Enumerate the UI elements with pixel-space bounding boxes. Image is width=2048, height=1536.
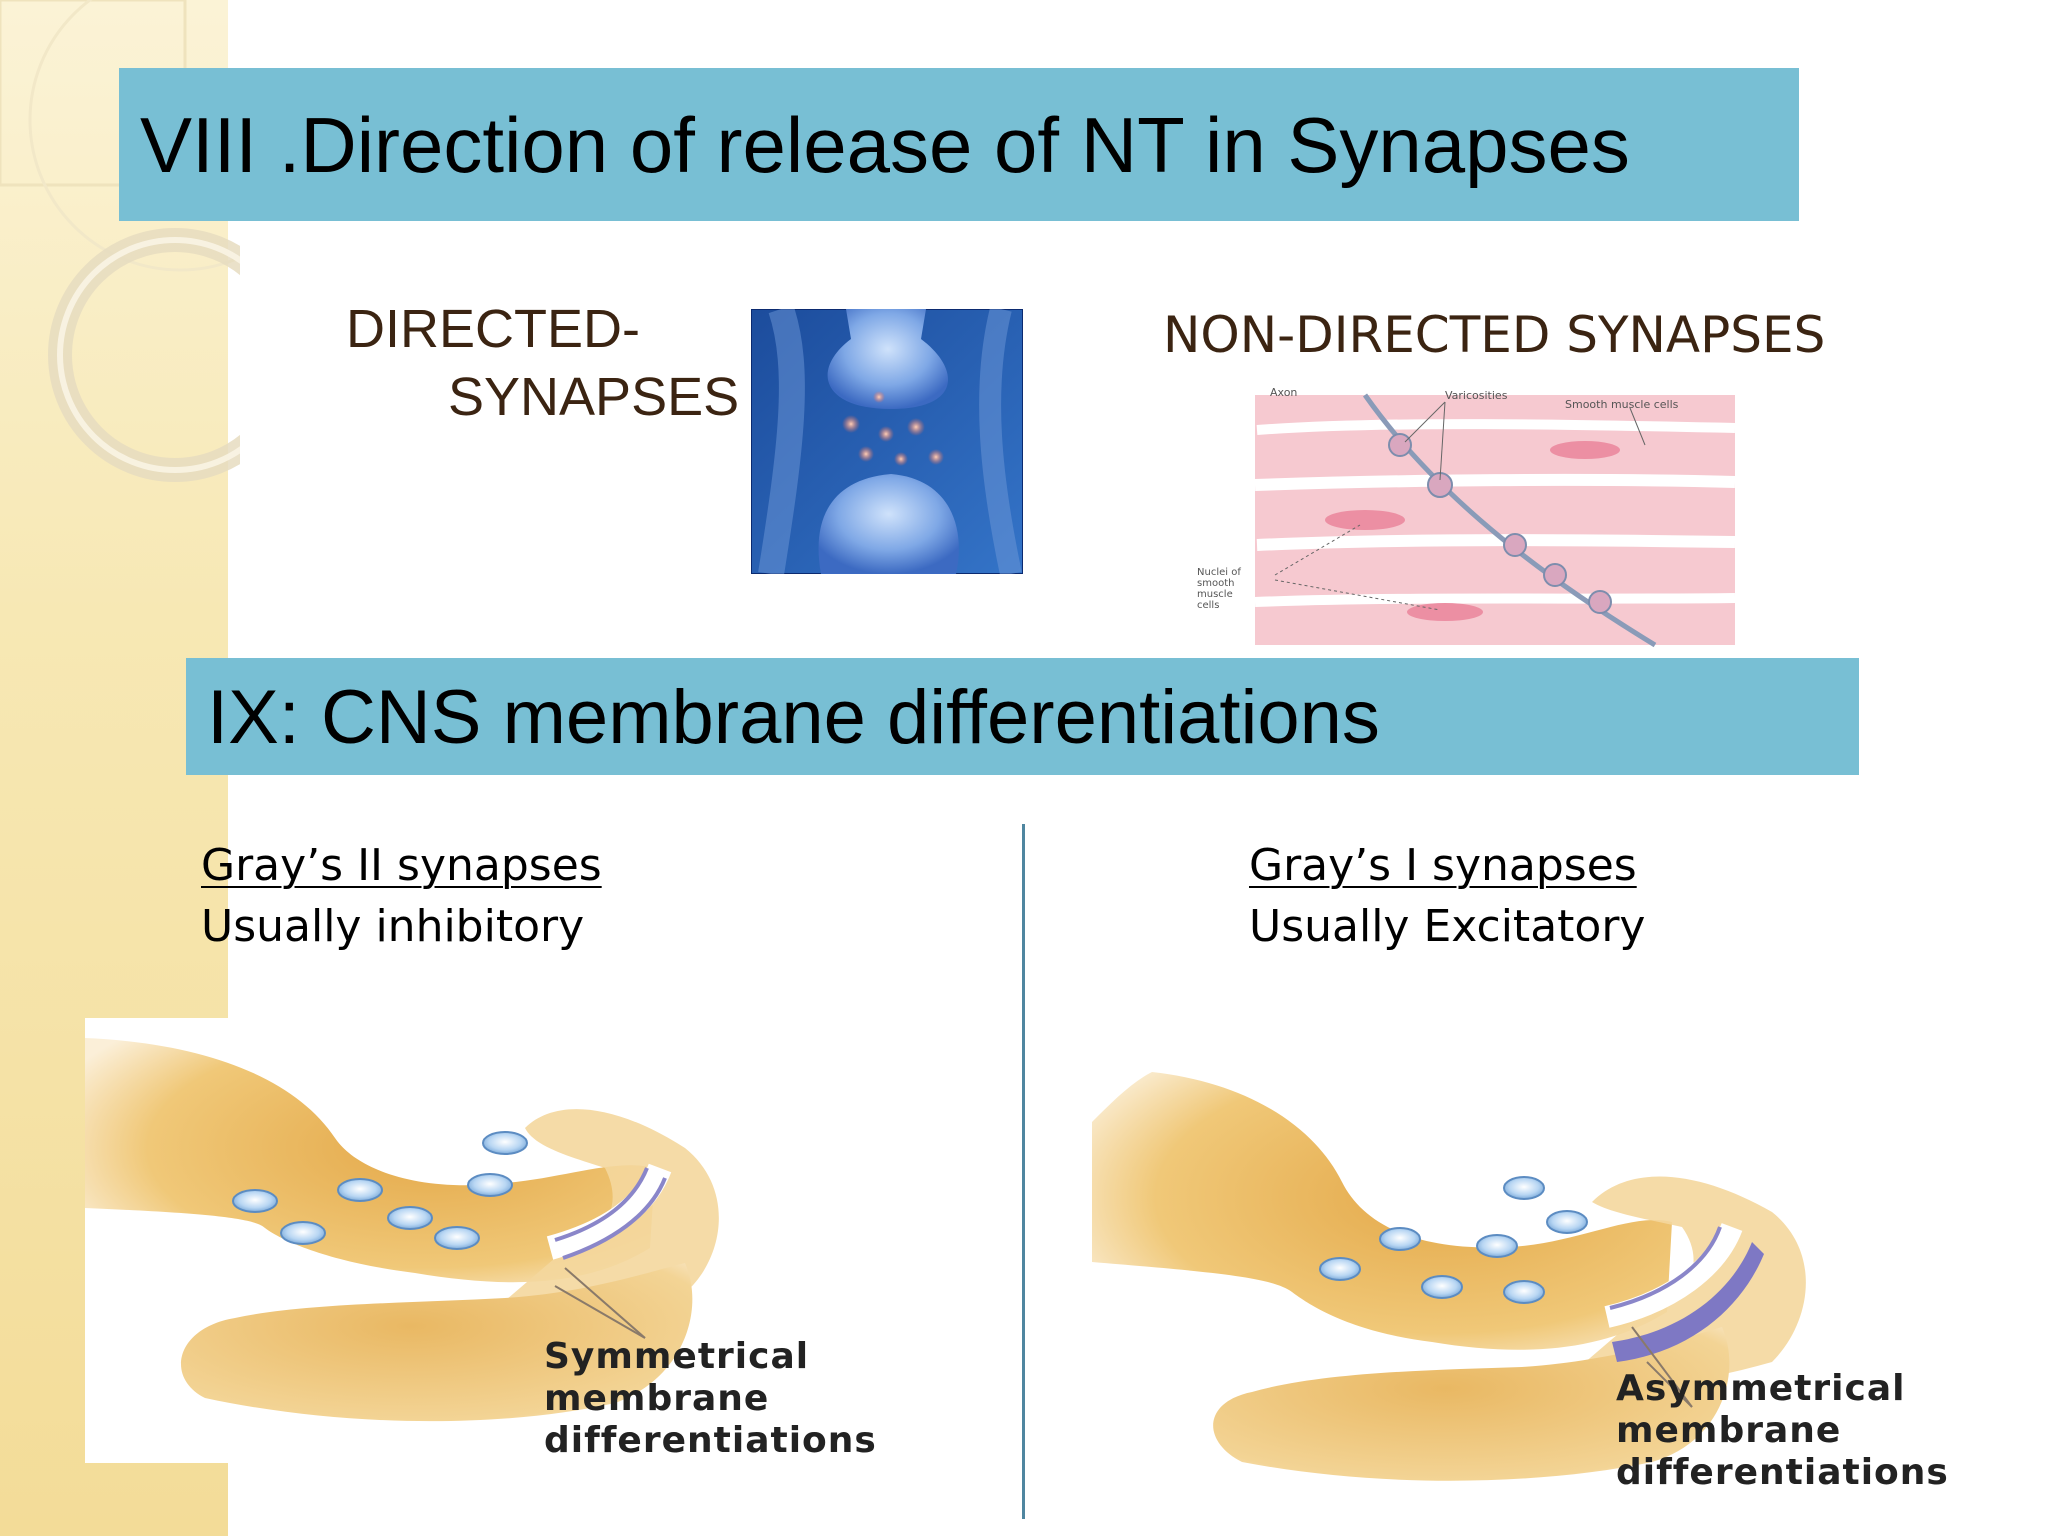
grays-i-heading: Gray’s I synapses bbox=[1249, 840, 1637, 891]
symmetrical-synapse-illustration bbox=[85, 1018, 1000, 1463]
nuclei-label-line3: muscle bbox=[1197, 589, 1233, 600]
nuclei-label-line2: smooth bbox=[1197, 578, 1234, 589]
asymmetrical-caption-line3: differentiations bbox=[1616, 1452, 1949, 1493]
nuclei-label-line4: cells bbox=[1197, 600, 1219, 611]
symmetrical-caption-line2: membrane bbox=[544, 1378, 770, 1419]
nuclei-label-line1: Nuclei of bbox=[1197, 567, 1241, 578]
section8-title-bar bbox=[119, 68, 1799, 221]
grays-ii-subheading: Usually inhibitory bbox=[201, 901, 585, 952]
varicosities-label: Varicosities bbox=[1445, 389, 1508, 402]
smooth-muscle-label: Smooth muscle cells bbox=[1565, 398, 1679, 411]
grays-i-subheading: Usually Excitatory bbox=[1249, 901, 1646, 952]
asymmetrical-caption-line1: Asymmetrical bbox=[1616, 1368, 1906, 1409]
directed-synapses-label-line2: SYNAPSES bbox=[448, 367, 740, 427]
column-divider bbox=[1022, 824, 1025, 1519]
symmetrical-caption-line3: differentiations bbox=[544, 1420, 877, 1461]
nondirected-synapses-label: NON-DIRECTED SYNAPSES bbox=[1163, 306, 1826, 364]
section8-title: VIII .Direction of release of NT in Syna… bbox=[140, 101, 1630, 189]
nondirected-synapse-diagram: Axon Varicosities Smooth muscle cells Nu… bbox=[1197, 386, 1736, 648]
section9-title: IX: CNS membrane differentiations bbox=[207, 675, 1380, 760]
directed-synapse-image bbox=[751, 309, 1023, 574]
symmetrical-caption-line1: Symmetrical bbox=[544, 1336, 810, 1377]
asymmetrical-caption-line2: membrane bbox=[1616, 1410, 1842, 1451]
axon-label: Axon bbox=[1270, 386, 1297, 399]
grays-ii-heading: Gray’s II synapses bbox=[201, 840, 602, 891]
section9-title-bar bbox=[186, 658, 1859, 775]
directed-synapses-label-line1: DIRECTED- bbox=[346, 299, 640, 359]
asymmetrical-synapse-illustration bbox=[1092, 1072, 1806, 1481]
